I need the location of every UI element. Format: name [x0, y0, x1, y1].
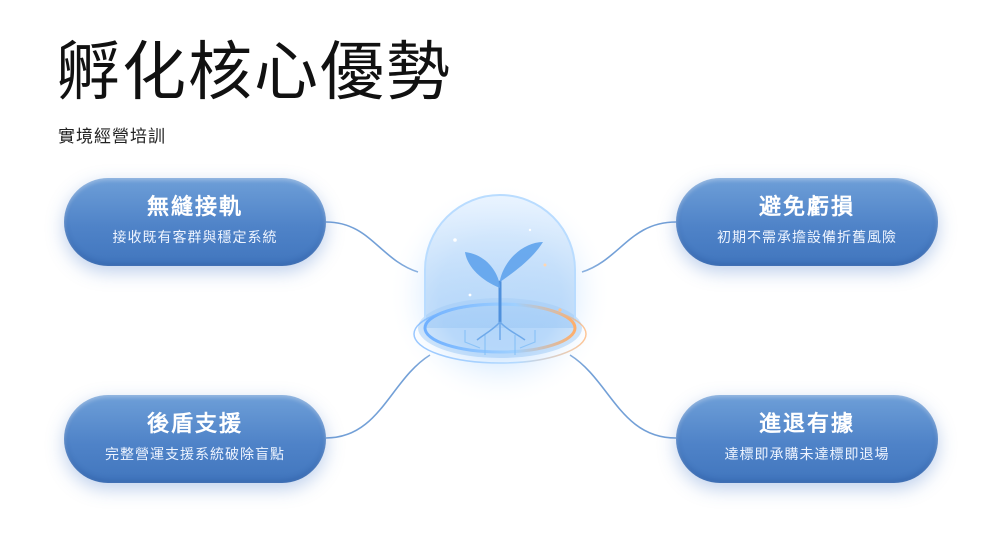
- card-title: 避免虧損: [758, 195, 855, 220]
- card-description: 完整營運支援系統破除盲點: [105, 447, 285, 463]
- page-title: 孵化核心優勢: [56, 36, 452, 110]
- card-description: 初期不需承擔設備折舊風險: [717, 230, 897, 246]
- card-description: 接收既有客群與穩定系統: [112, 230, 278, 246]
- page-subtitle: 實境經營培訓: [58, 127, 166, 147]
- advantage-card-avoid-loss: 避免虧損 初期不需承擔設備折舊風險: [676, 178, 938, 266]
- advantage-card-exit-plan: 進退有據 達標即承購未達標即退場: [676, 395, 938, 483]
- card-title: 進退有據: [758, 412, 855, 437]
- seedling-dome-icon: [385, 170, 615, 402]
- card-title: 無縫接軌: [146, 195, 243, 220]
- card-description: 達標即承購未達標即退場: [724, 447, 890, 463]
- advantage-card-seamless: 無縫接軌 接收既有客群與穩定系統: [64, 178, 326, 266]
- advantage-card-support: 後盾支援 完整營運支援系統破除盲點: [64, 395, 326, 483]
- card-title: 後盾支援: [146, 412, 243, 437]
